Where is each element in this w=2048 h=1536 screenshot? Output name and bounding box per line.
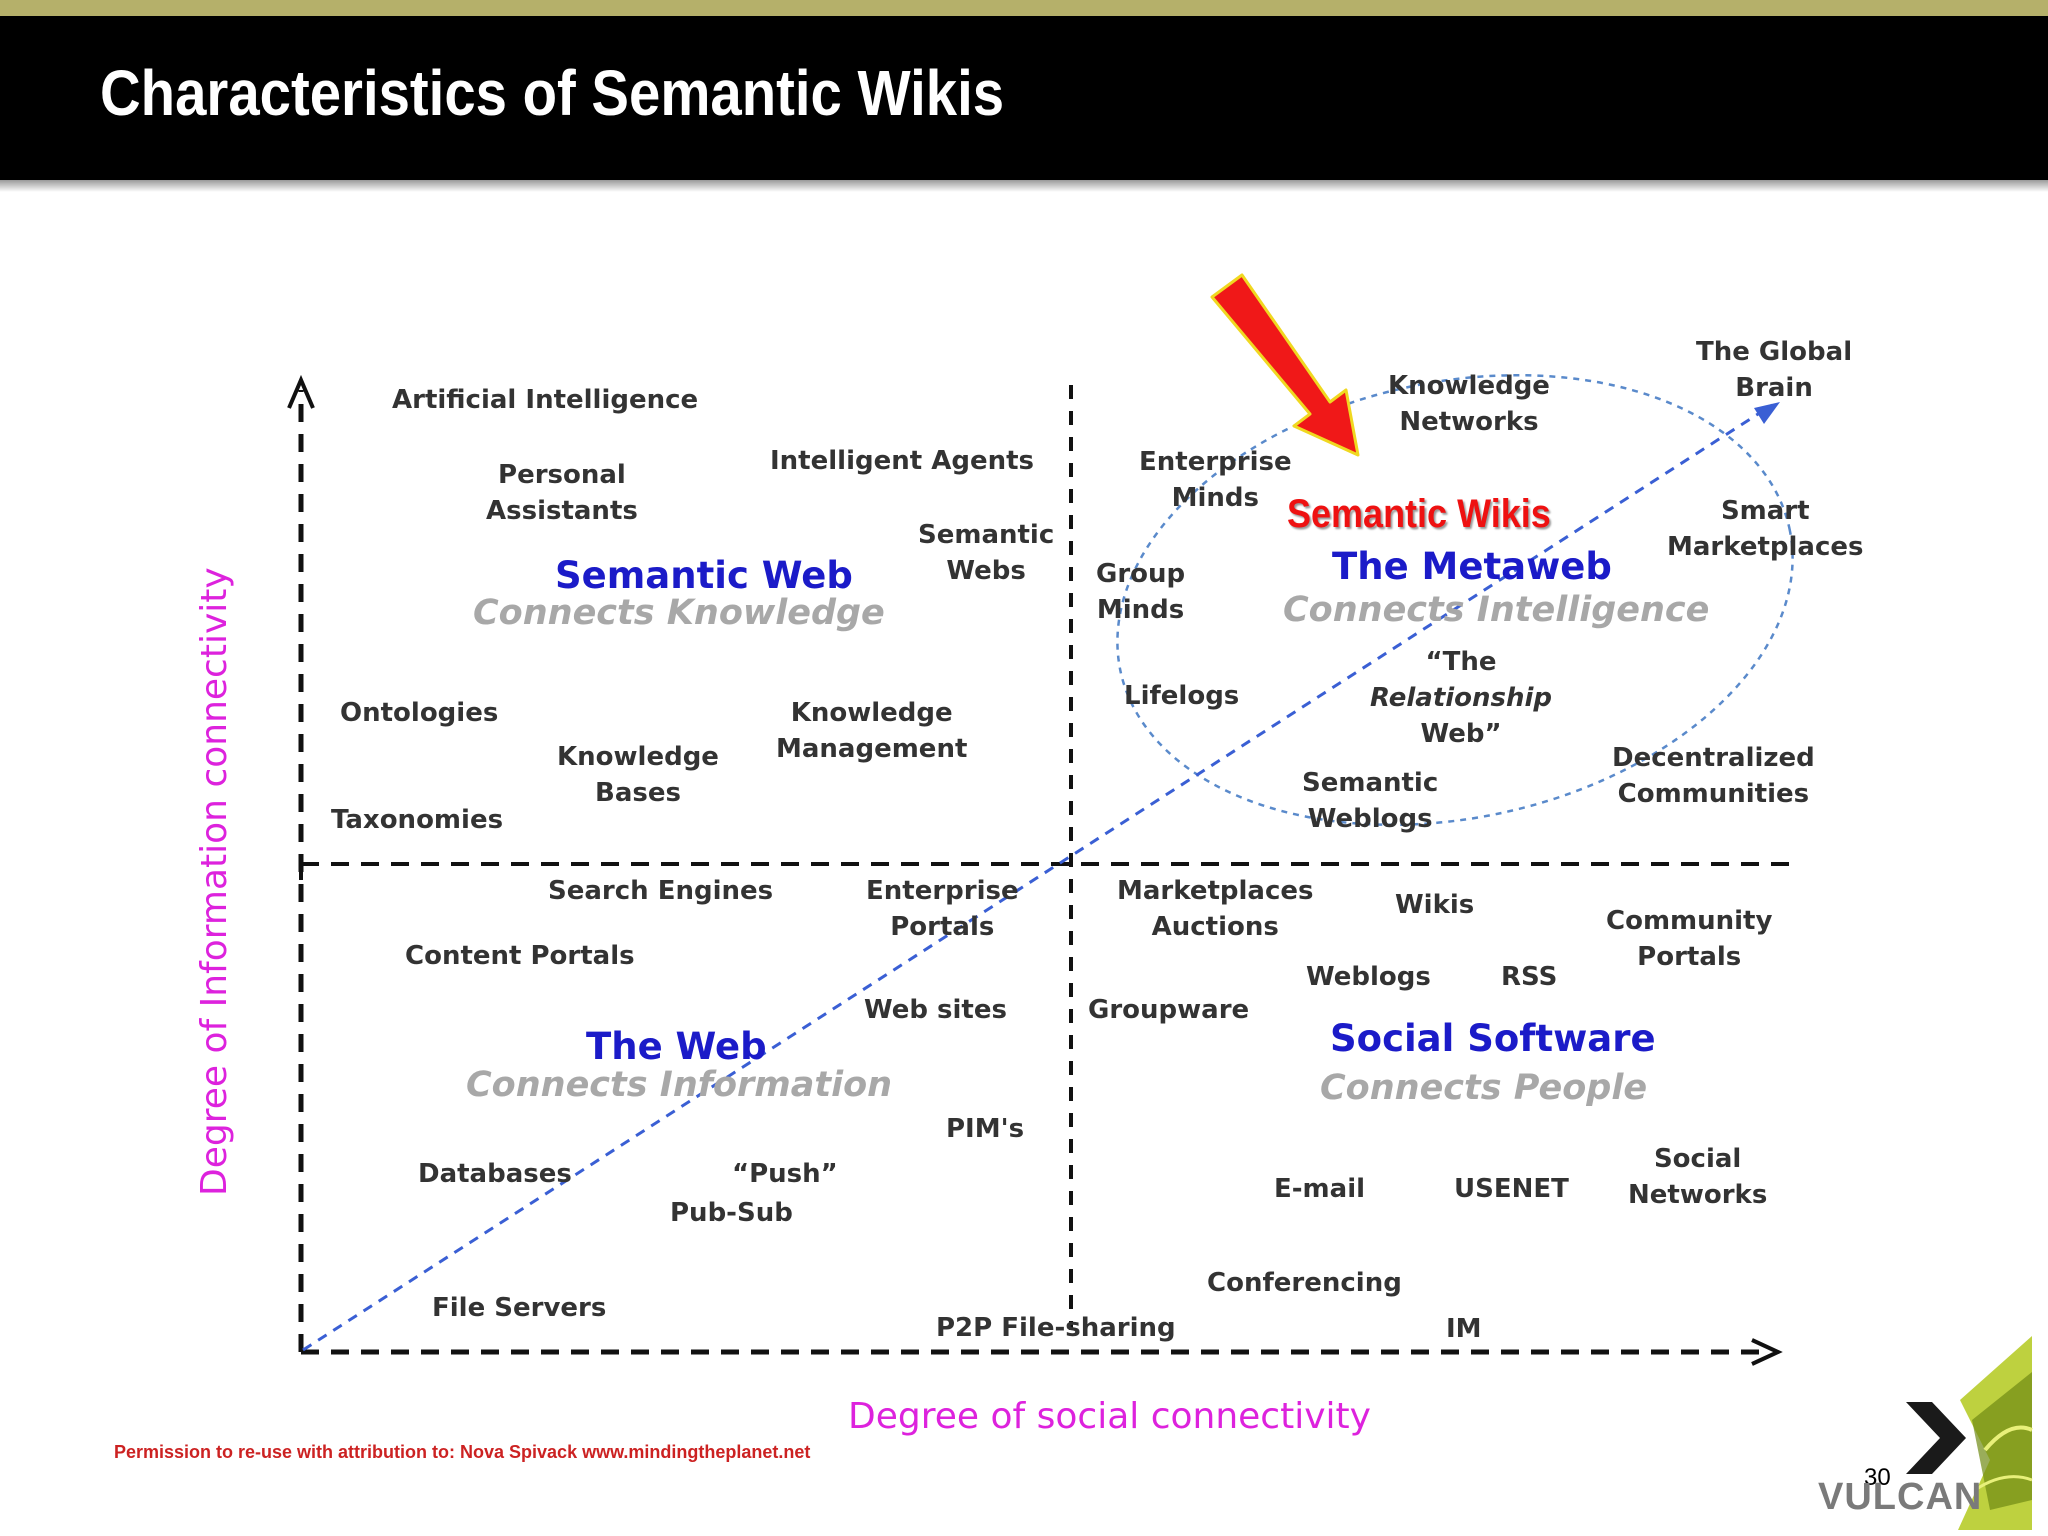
term-file-servers: File Servers: [432, 1293, 607, 1323]
diagonal-trend-line: [302, 403, 1773, 1352]
term-usenet: USENET: [1454, 1174, 1569, 1204]
metaweb-subtitle: Connects Intelligence: [1283, 590, 1710, 630]
term-pub-sub: Pub-Sub: [670, 1198, 793, 1228]
term-groupware: Groupware: [1088, 995, 1250, 1025]
web-title: The Web: [586, 1025, 767, 1068]
term-push: “Push”: [732, 1159, 838, 1189]
term-weblogs: Weblogs: [1306, 962, 1431, 992]
term-p2p-file-sharing: P2P File-sharing: [936, 1313, 1176, 1343]
term-databases: Databases: [418, 1159, 572, 1189]
metaweb-title: The Metaweb: [1332, 545, 1612, 588]
diagonal-arrowhead: [1754, 402, 1780, 424]
term-im: IM: [1446, 1314, 1482, 1344]
page-number: 30: [1864, 1464, 1891, 1491]
term-rss: RSS: [1501, 962, 1558, 992]
semantic-wikis-callout: Semantic Wikis: [1287, 492, 1551, 536]
permission-note: Permission to re-use with attribution to…: [114, 1442, 811, 1462]
term-wikis: Wikis: [1395, 890, 1475, 920]
semantic-web-title: Semantic Web: [555, 554, 853, 597]
web-subtitle: Connects Information: [466, 1065, 893, 1105]
slide-title: Characteristics of Semantic Wikis: [100, 57, 1005, 129]
title-shadow: [0, 180, 2048, 192]
term-conferencing: Conferencing: [1207, 1268, 1402, 1298]
logo-chevron-icon: [1906, 1402, 1966, 1474]
term-intelligent-agents: Intelligent Agents: [770, 446, 1034, 476]
term-ontologies: Ontologies: [340, 698, 499, 728]
x-axis-label: Degree of social connectivity: [848, 1396, 1371, 1437]
term-email: E-mail: [1274, 1174, 1366, 1204]
term-web-sites: Web sites: [864, 995, 1007, 1025]
vulcan-logo-text: VULCAN: [1818, 1476, 1983, 1518]
term-relationship-web: “The Relationship Web”: [1370, 647, 1553, 749]
social-software-subtitle: Connects People: [1320, 1068, 1648, 1108]
title-bar: [0, 16, 2048, 180]
y-axis-arrowhead: [287, 374, 315, 409]
top-accent-bar: [0, 0, 2048, 16]
semantic-web-subtitle: Connects Knowledge: [473, 593, 885, 633]
term-taxonomies: Taxonomies: [331, 805, 504, 835]
term-artificial-intelligence: Artificial Intelligence: [392, 385, 699, 415]
red-callout-arrow: [1210, 273, 1360, 457]
x-axis-arrowhead: [1751, 1338, 1783, 1366]
term-lifelogs: Lifelogs: [1124, 681, 1240, 711]
social-software-title: Social Software: [1330, 1017, 1656, 1060]
metaweb-ellipse: [1116, 373, 1794, 827]
term-pims: PIM's: [946, 1114, 1025, 1144]
term-content-portals: Content Portals: [405, 941, 635, 971]
term-search-engines: Search Engines: [548, 876, 774, 906]
